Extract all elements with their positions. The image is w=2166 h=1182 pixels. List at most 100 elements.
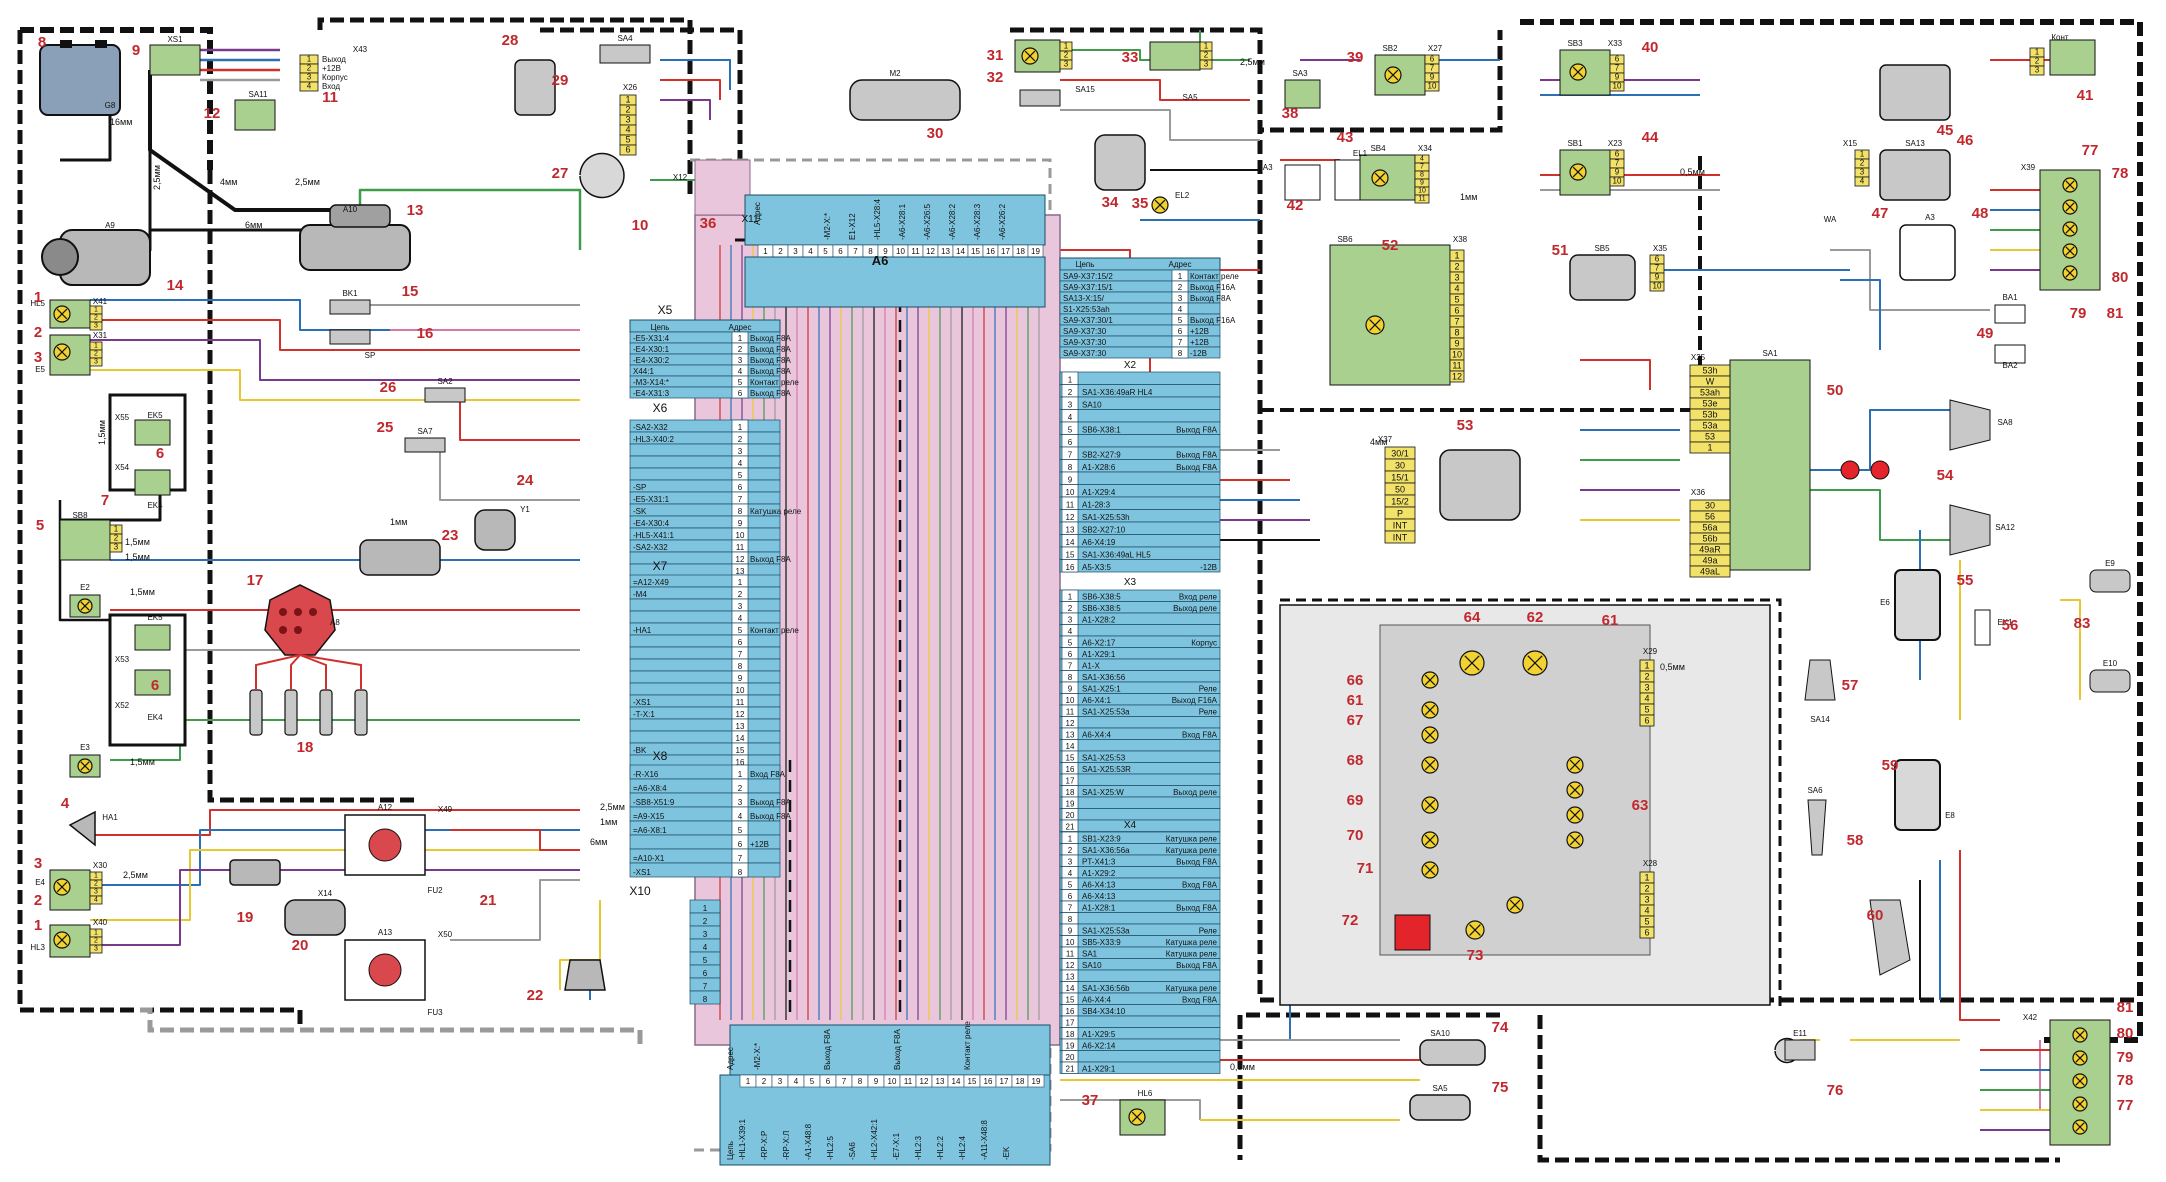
connector-sb8-pin-label: 1 — [114, 525, 119, 534]
wire — [90, 319, 580, 351]
x11-pin-label: 14 — [956, 247, 965, 256]
cluster-lamp-cross — [1569, 784, 1581, 796]
connector-x40-pin — [89, 944, 103, 954]
callout-c56: 56 — [2002, 617, 2019, 634]
connector-x27-pin — [1424, 81, 1440, 92]
connector-x38-pin — [1449, 370, 1465, 383]
label-SA7: SA7 — [417, 427, 433, 436]
connector-41-pin-label: 1 — [2035, 48, 2040, 57]
gauge-64-cross — [1464, 655, 1480, 671]
connector-x2-pin: 3 — [1068, 401, 1073, 410]
spark-plug — [284, 689, 298, 736]
label-BA2: BA2 — [2002, 361, 2018, 370]
connector-x1-address: SA13-X:15/ — [1063, 294, 1105, 303]
cluster-lamp-cross — [1424, 799, 1436, 811]
connector-x37-pin-label: INT — [1393, 533, 1408, 543]
connector-x38-pin-label: 7 — [1454, 317, 1459, 327]
label-SA3a: SA3 — [1292, 69, 1308, 78]
connector-x3-address: A6-X2:17 — [1082, 639, 1116, 648]
speaker-ba1 — [1994, 304, 2026, 324]
connector-31-pin-label: 3 — [1064, 60, 1069, 69]
connector-x7-address: -XS1 — [633, 698, 651, 707]
connector-x2-address: SB2-X27:10 — [1082, 526, 1126, 535]
x11-address: -A6-X28:3 — [973, 203, 982, 240]
connector-x8-pin: 5 — [738, 826, 743, 835]
connector-x4-address: SA1-X25:53a — [1082, 927, 1130, 936]
connector-x5-pin-cell — [731, 386, 749, 399]
x9-pin-label: 9 — [874, 1077, 879, 1086]
connector-x7-pin: 2 — [738, 590, 743, 599]
switch-sa10 — [1419, 1039, 1486, 1066]
lamp-e3-bulb-cross — [80, 761, 90, 771]
connector-x3-pin: 1 — [1068, 593, 1073, 602]
connector-x3-pin: 9 — [1068, 685, 1073, 694]
connector-x4-address: SA1-X36:56a — [1082, 846, 1130, 855]
lamp-31-bulb-cross — [1024, 50, 1036, 62]
connector-x25-pin-label: 53e — [1702, 399, 1717, 409]
x11-pin-label: 13 — [941, 247, 950, 256]
lamp-block-rear-bulb-cross — [2065, 224, 2075, 234]
cluster-lamp-cross — [1424, 864, 1436, 876]
connector-x3-pin: 11 — [1066, 708, 1075, 717]
x9-chain: -M2-X:* — [753, 1043, 762, 1070]
connector-x2-row — [1059, 434, 1221, 448]
heater-ek4 — [134, 469, 171, 496]
connector-33-pin-label: 1 — [1204, 42, 1209, 51]
connector-x7-row — [629, 586, 781, 600]
x11-pin-label: 19 — [1031, 247, 1040, 256]
connector-x3-pin: 8 — [1068, 673, 1073, 682]
callout-c81b: 81 — [2117, 999, 2134, 1016]
wire — [1840, 279, 1881, 350]
label-EK1: EK1 — [1997, 618, 2013, 627]
connector-x28-pin-label: 4 — [1644, 906, 1649, 916]
callout-c80a: 80 — [2112, 269, 2129, 286]
label-X25: X25 — [1691, 353, 1706, 362]
connector-x3-pin: 4 — [1068, 627, 1073, 636]
connector-33-pin-label: 3 — [1204, 60, 1209, 69]
connector-x4-row — [1059, 1050, 1221, 1063]
connector-x7-row — [629, 610, 781, 624]
connector-x2-pin: 2 — [1068, 388, 1073, 397]
x11-pin-label: 7 — [853, 247, 858, 256]
connector-x23-pin-label: 9 — [1615, 168, 1620, 177]
x11-pin-label: 5 — [823, 247, 828, 256]
wire — [1060, 109, 1260, 141]
oil-pressure-sensor — [329, 329, 371, 345]
connector-x29-pin-label: 3 — [1644, 683, 1649, 693]
label-EK5a: EK5 — [147, 411, 163, 420]
label-HA1: HA1 — [102, 813, 118, 822]
connector-x29-pin-label: 5 — [1644, 705, 1649, 715]
callout-c64: 64 — [1464, 609, 1481, 626]
wire-size-w6: 6мм — [245, 220, 262, 230]
callout-c2b: 2 — [34, 892, 42, 909]
label-X42: X42 — [2023, 1013, 2038, 1022]
motor-20 — [284, 899, 346, 936]
connector-41-pin-label: 2 — [2035, 57, 2040, 66]
connector-x4-address: A1-X28:1 — [1082, 904, 1116, 913]
connector-x6-pin: 4 — [738, 459, 743, 468]
callout-c51: 51 — [1552, 242, 1569, 259]
connector-x1-pin: 5 — [1178, 316, 1183, 325]
connector-x31-pin — [89, 357, 103, 367]
connector-x6-pin: 1 — [738, 423, 743, 432]
connector-x5-address: -E4-X30:1 — [633, 345, 670, 354]
x9-pin-label: 10 — [888, 1077, 897, 1086]
indicator-54b — [1870, 460, 1890, 480]
connector-x28-pin-label: 5 — [1644, 917, 1649, 927]
starter — [299, 224, 411, 271]
connector-x3-pin: 18 — [1066, 788, 1075, 797]
label-X49: X49 — [438, 805, 453, 814]
connector-x4-pin: 11 — [1066, 950, 1075, 959]
connector-x1-address: SA9-X37:15/2 — [1063, 272, 1113, 281]
sensor-19 — [229, 859, 281, 886]
connector-x38-pin-label: 1 — [1454, 251, 1459, 261]
text-labels: A6X5X6X7X8X10X11X2X3X4G8XS1X43SA11A9A10H… — [30, 32, 2133, 1114]
connector-x37-pin-label: P — [1397, 509, 1403, 519]
callout-c14: 14 — [167, 277, 184, 294]
connector-x2-pin: 4 — [1068, 413, 1073, 422]
connector-x1-chain: Выход F8A — [1190, 294, 1231, 303]
speaker-ba2 — [1994, 344, 2026, 364]
connector-x4-address: SA1 — [1082, 950, 1098, 959]
